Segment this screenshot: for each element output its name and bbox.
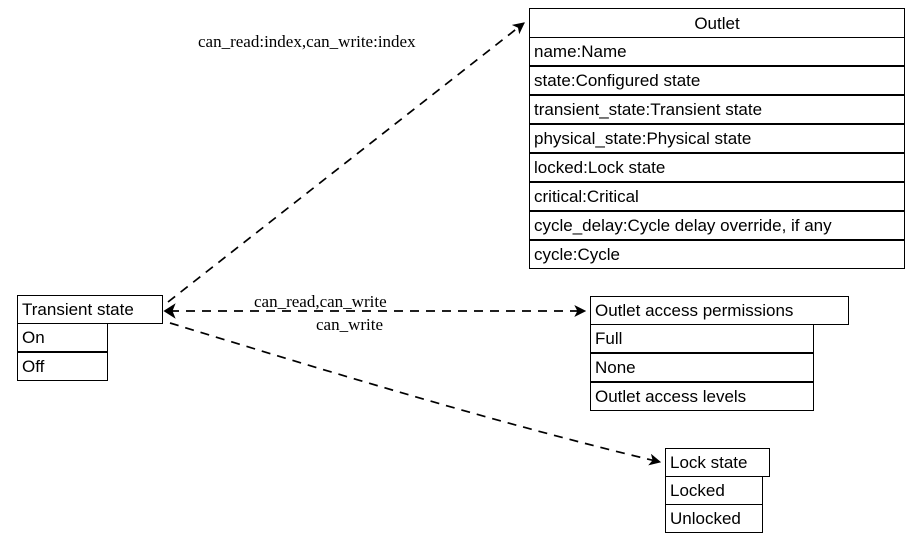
entity-transient-state-row: On <box>17 323 108 352</box>
entity-outlet-title: Outlet <box>529 8 905 38</box>
edge-arrowhead-into-transient-state <box>163 303 176 319</box>
entity-lock-state-row: Locked <box>665 476 763 505</box>
entity-outlet-access-permissions-row: None <box>590 353 814 382</box>
entity-outlet-row: name:Name <box>529 37 905 66</box>
entity-outlet-row: locked:Lock state <box>529 153 905 182</box>
edge-transient-to-outlet <box>167 22 525 303</box>
edge-label-can-read-can-write: can_read,can_write <box>254 292 387 311</box>
entity-transient-state-title: Transient state <box>17 295 163 324</box>
entity-outlet-row: cycle:Cycle <box>529 240 905 269</box>
edge-label-can-read-index-can-write-index: can_read:index,can_write:index <box>198 32 416 51</box>
edge-label-can-write: can_write <box>316 315 384 334</box>
entity-outlet-row: cycle_delay:Cycle delay override, if any <box>529 211 905 240</box>
entity-outlet-access-permissions-title: Outlet access permissions <box>590 296 849 325</box>
entity-outlet-access-permissions-row: Full <box>590 324 814 353</box>
entity-outlet-row: physical_state:Physical state <box>529 124 905 153</box>
edge-transient-to-lock-state <box>169 322 662 466</box>
entity-outlet-row: critical:Critical <box>529 182 905 211</box>
entity-transient-state-row: Off <box>17 352 108 381</box>
entity-outlet-access-permissions-row: Outlet access levels <box>590 382 814 411</box>
entity-outlet-row: transient_state:Transient state <box>529 95 905 124</box>
entity-lock-state-title: Lock state <box>665 448 770 477</box>
entity-lock-state-row: Unlocked <box>665 504 763 533</box>
entity-outlet-row: state:Configured state <box>529 66 905 95</box>
